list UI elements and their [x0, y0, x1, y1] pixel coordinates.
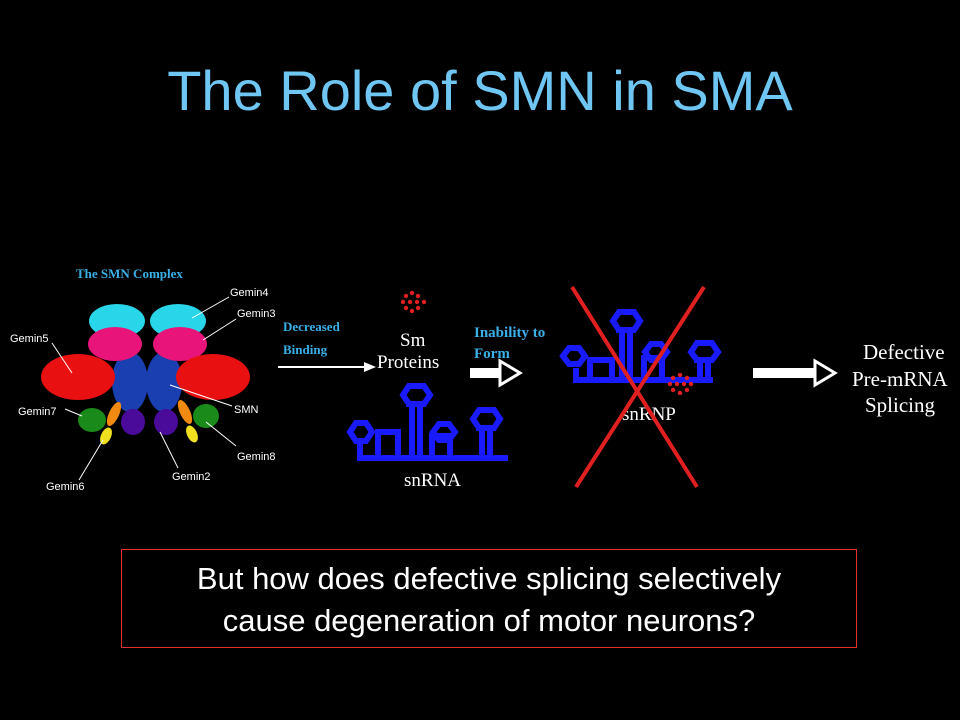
snrnp-label: snRNP: [622, 404, 676, 425]
gemin-labels: Gemin4 Gemin3 Gemin5 Gemin7 SMN Gemin8 G…: [10, 287, 276, 493]
sm-label-2: Proteins: [377, 352, 439, 373]
gemin2-left: [121, 409, 145, 435]
gemin7-right: [193, 404, 219, 428]
label-gemin7: Gemin7: [18, 406, 57, 418]
cross-mark: [570, 285, 706, 489]
gemin6-right: [186, 425, 198, 443]
question-box: But how does defective splicing selectiv…: [121, 549, 857, 648]
gemin3-left: [88, 327, 142, 361]
defective-label-3: Splicing: [865, 393, 936, 417]
arrow-decreased-binding: [278, 362, 376, 372]
gemin7-left: [78, 408, 106, 432]
question-line-2: cause degeneration of motor neurons?: [222, 603, 756, 638]
snrna-structure: [346, 383, 508, 461]
slide-title: The Role of SMN in SMA: [167, 59, 793, 122]
label-gemin3: Gemin3: [237, 308, 276, 320]
sm-label-1: Sm: [400, 330, 426, 351]
snrnp-sm-dots: [667, 372, 694, 396]
gemin8-right: [177, 400, 193, 424]
label-gemin5: Gemin5: [10, 333, 49, 345]
complex-heading: The SMN Complex: [76, 266, 183, 281]
sm-protein-dots: [400, 290, 427, 314]
label-gemin8: Gemin8: [237, 451, 276, 463]
defective-label-1: Defective: [863, 340, 945, 364]
label-smn: SMN: [234, 404, 259, 416]
gemin3-right: [153, 327, 207, 361]
smn-complex: [41, 304, 250, 445]
gemin5-left: [41, 354, 115, 400]
arrow-inability: [470, 358, 523, 388]
arrow-defective: [753, 358, 838, 388]
gemin2-right: [154, 409, 178, 435]
label-gemin2: Gemin2: [172, 471, 211, 483]
label-gemin6: Gemin6: [46, 481, 85, 493]
inability-label-2: Form: [474, 346, 510, 362]
snrna-label: snRNA: [404, 470, 461, 491]
smn-core-left: [112, 352, 148, 412]
gemin5-right: [176, 354, 250, 400]
label-gemin4: Gemin4: [230, 287, 269, 299]
smn-core-right: [146, 352, 182, 412]
label-leaders: [51, 296, 237, 481]
defective-label-2: Pre-mRNA: [852, 367, 948, 391]
inability-label-1: Inability to: [474, 325, 545, 341]
question-line-1: But how does defective splicing selectiv…: [196, 561, 782, 596]
decreased-label-1: Decreased: [283, 319, 341, 334]
snrnp-structure: [559, 309, 722, 383]
decreased-label-2: Binding: [283, 342, 328, 357]
gemin8-left: [106, 402, 122, 426]
